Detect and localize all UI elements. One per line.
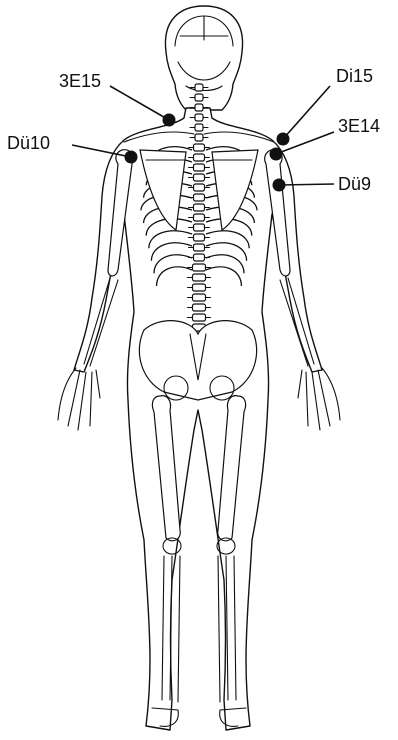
right-hand xyxy=(298,368,340,430)
vertebra xyxy=(193,294,206,301)
vertebra xyxy=(194,214,205,221)
left-hand xyxy=(58,368,100,430)
vertebra xyxy=(195,134,203,141)
vertebra xyxy=(193,304,206,311)
vertebra xyxy=(195,84,203,91)
vertebra xyxy=(194,204,205,211)
vertebra xyxy=(194,164,205,171)
vertebra xyxy=(193,264,206,271)
vertebra xyxy=(195,94,203,101)
vertebra xyxy=(193,284,206,291)
label-du10: Dü10 xyxy=(7,133,50,153)
vertebra xyxy=(193,314,206,321)
vertebra xyxy=(194,254,205,261)
label-du9: Dü9 xyxy=(338,174,371,194)
vertebra xyxy=(194,184,205,191)
label-di15: Di15 xyxy=(336,66,373,86)
vertebra xyxy=(194,234,205,241)
vertebra xyxy=(194,174,205,181)
vertebra xyxy=(195,104,203,111)
vertebra xyxy=(194,194,205,201)
vertebra xyxy=(195,124,203,131)
vertebra xyxy=(194,244,205,251)
vertebra xyxy=(194,224,205,231)
label-3e15: 3E15 xyxy=(59,71,101,91)
label-3e14: 3E14 xyxy=(338,116,380,136)
vertebra xyxy=(194,154,205,161)
vertebra xyxy=(193,274,206,281)
vertebra xyxy=(194,144,205,151)
vertebra xyxy=(195,114,203,121)
